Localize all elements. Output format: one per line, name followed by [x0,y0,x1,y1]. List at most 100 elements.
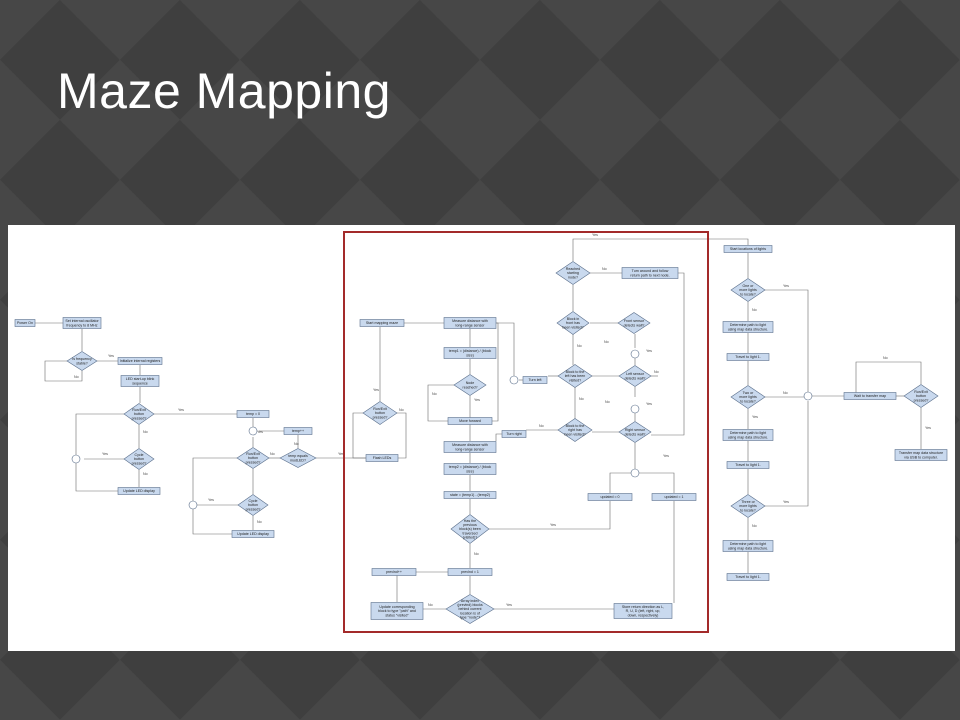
process-box [117,357,163,365]
flow-edge [492,322,499,422]
node-label-line: button [134,457,144,461]
node-label-line: Right sensor [625,428,646,432]
flow-node-temp-eq-0: temp = 0 [236,410,270,418]
flow-edge [855,361,922,396]
process-box [447,417,493,425]
node-label-line: modLED? [290,458,306,462]
flow-node-prevlnd-pp: prevlnd++ [371,568,417,576]
node-label-line: node? [568,275,578,279]
process-box [365,454,399,462]
flow-edge [609,472,631,493]
flow-node-start-locations: Start locations of lights [723,245,773,253]
node-label-line: Flash LEDs [373,456,392,460]
decision-diamond [730,494,766,518]
node-label-line: button [134,412,144,416]
edge-label-no-front: No [577,344,582,348]
decision-diamond [362,401,398,425]
node-label-line: updated = 1 [664,495,683,499]
flow-node-start-mapping: Start mapping maze [359,319,405,327]
edge-label-yes-one: Yes [783,284,789,288]
edge-label-no-tmp: No [294,442,299,446]
process-box [14,319,36,327]
flow-node-travel-1c: Travel to light 1. [726,573,770,581]
process-box [522,376,548,384]
edge-label-yes-fs: Yes [646,349,652,353]
node-label-line: (visited)? [463,536,478,540]
edge-label-no-node: No [432,392,437,396]
node-label-line: button [375,411,385,415]
edge-label-no-arr: No [428,603,433,607]
node-label-line: Is frequency [72,357,92,361]
flow-node-prevlnd-eq-1: prevlnd = 1 [447,568,493,576]
process-box [587,493,633,501]
node-label-line: prevlnd = 1 [461,570,479,574]
node-label-line: pressed? [246,507,261,511]
node-label-line: pressed? [246,460,261,464]
node-label-line: Left sensor [626,372,645,376]
edge-label-no-reach: No [602,267,607,271]
node-label-line: Move forward [459,419,481,423]
node-label-line: right has [568,428,582,432]
node-label-line: Transfer map data structure [899,451,943,455]
flow-junction [248,426,258,436]
decision-diamond [618,365,652,387]
node-label-line: Run/Exit [914,390,928,394]
node-label-line: Start mapping maze [366,321,398,325]
node-label-line: Power On [17,321,33,325]
node-label-line: Travel to light 1. [735,355,760,359]
process-box [722,321,774,333]
process-box [359,319,405,327]
flow-node-wait-transfer: Wait to transfer map [843,392,897,400]
decision-diamond [618,421,652,443]
flow-junction [509,375,519,385]
edge-label-no-two: No [783,391,788,395]
node-label-line: more lights [739,395,757,399]
flow-edge [192,457,237,505]
decision-diamond [555,261,591,285]
node-label-line: frequency to 8 MHz [66,323,97,327]
edge-label-no-fs: No [604,340,609,344]
decision-diamond [617,312,651,334]
node-label-line: Front sensor [624,319,645,323]
flow-junction [630,349,640,359]
process-box [722,540,774,552]
flow-node-temp-pp: temp++ [283,427,313,435]
node-label-line: stable? [76,361,88,365]
node-label-line: Cycle [249,499,258,503]
process-box [843,392,897,400]
node-label-line: to locate? [740,399,756,403]
node-label-line: long-range sensor [456,323,486,327]
node-label-line: Reached [566,267,580,271]
edge-label-no-run2: No [270,452,275,456]
node-label-line: via USB to computer. [904,455,938,459]
node-label-line: type "node"? [460,616,480,620]
node-label-line: updated = 0 [600,495,619,499]
node-label-line: button [248,503,258,507]
node-label-line: been visited? [562,325,583,329]
node-label-line: traversed [463,531,478,535]
flow-edge [489,501,611,530]
flow-node-power-on: Power On [14,319,36,327]
node-label-line: Run/Exit [132,408,146,412]
node-label-line: size) [466,469,474,473]
node-label-line: previous [463,523,477,527]
node-label-line: more lights [739,504,757,508]
flowchart-edge-labels: YesNoYesNoYesNoYesNoNoYesYesNoYesNoYesNo… [74,233,931,607]
node-label-line: to locate? [740,292,756,296]
node-label-line: pressed? [132,461,147,465]
decision-diamond [557,418,593,442]
edge-label-no-three: No [752,524,757,528]
node-label-line: down, respectively) [628,613,659,617]
flow-junction [188,500,198,510]
